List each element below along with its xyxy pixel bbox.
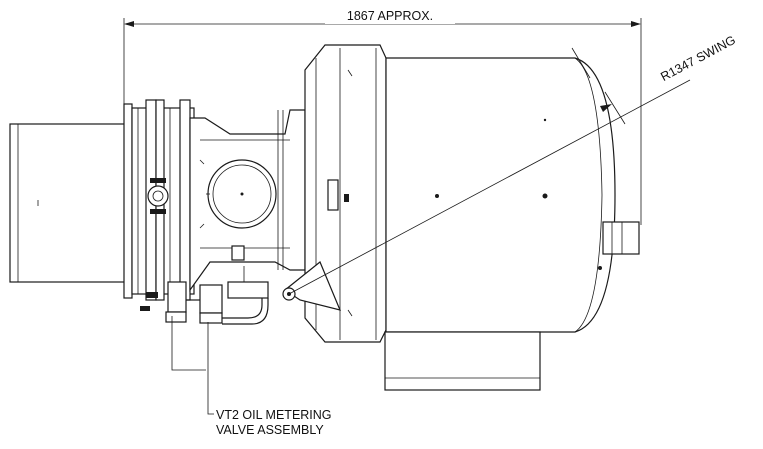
hinge-bracket	[282, 261, 342, 311]
valve-leader-lines	[171, 316, 214, 415]
overall-length-label: 1867 APPROX.	[347, 9, 433, 23]
valve-label-line1: VT2 OIL METERING	[216, 408, 332, 422]
burner-body	[189, 109, 306, 292]
rear-cover	[385, 57, 616, 333]
air-inlet-flange	[123, 99, 195, 301]
swing-radius-label: R1347 SWING	[658, 33, 738, 84]
oil-valve-assembly	[140, 245, 269, 325]
valve-label-line2: VALVE ASSEMBLY	[216, 423, 324, 437]
rear-shaft	[602, 221, 640, 255]
motor-housing	[9, 123, 129, 283]
overall-length-dimension: 1867 APPROX.	[123, 8, 642, 225]
base-pedestal	[384, 331, 541, 391]
